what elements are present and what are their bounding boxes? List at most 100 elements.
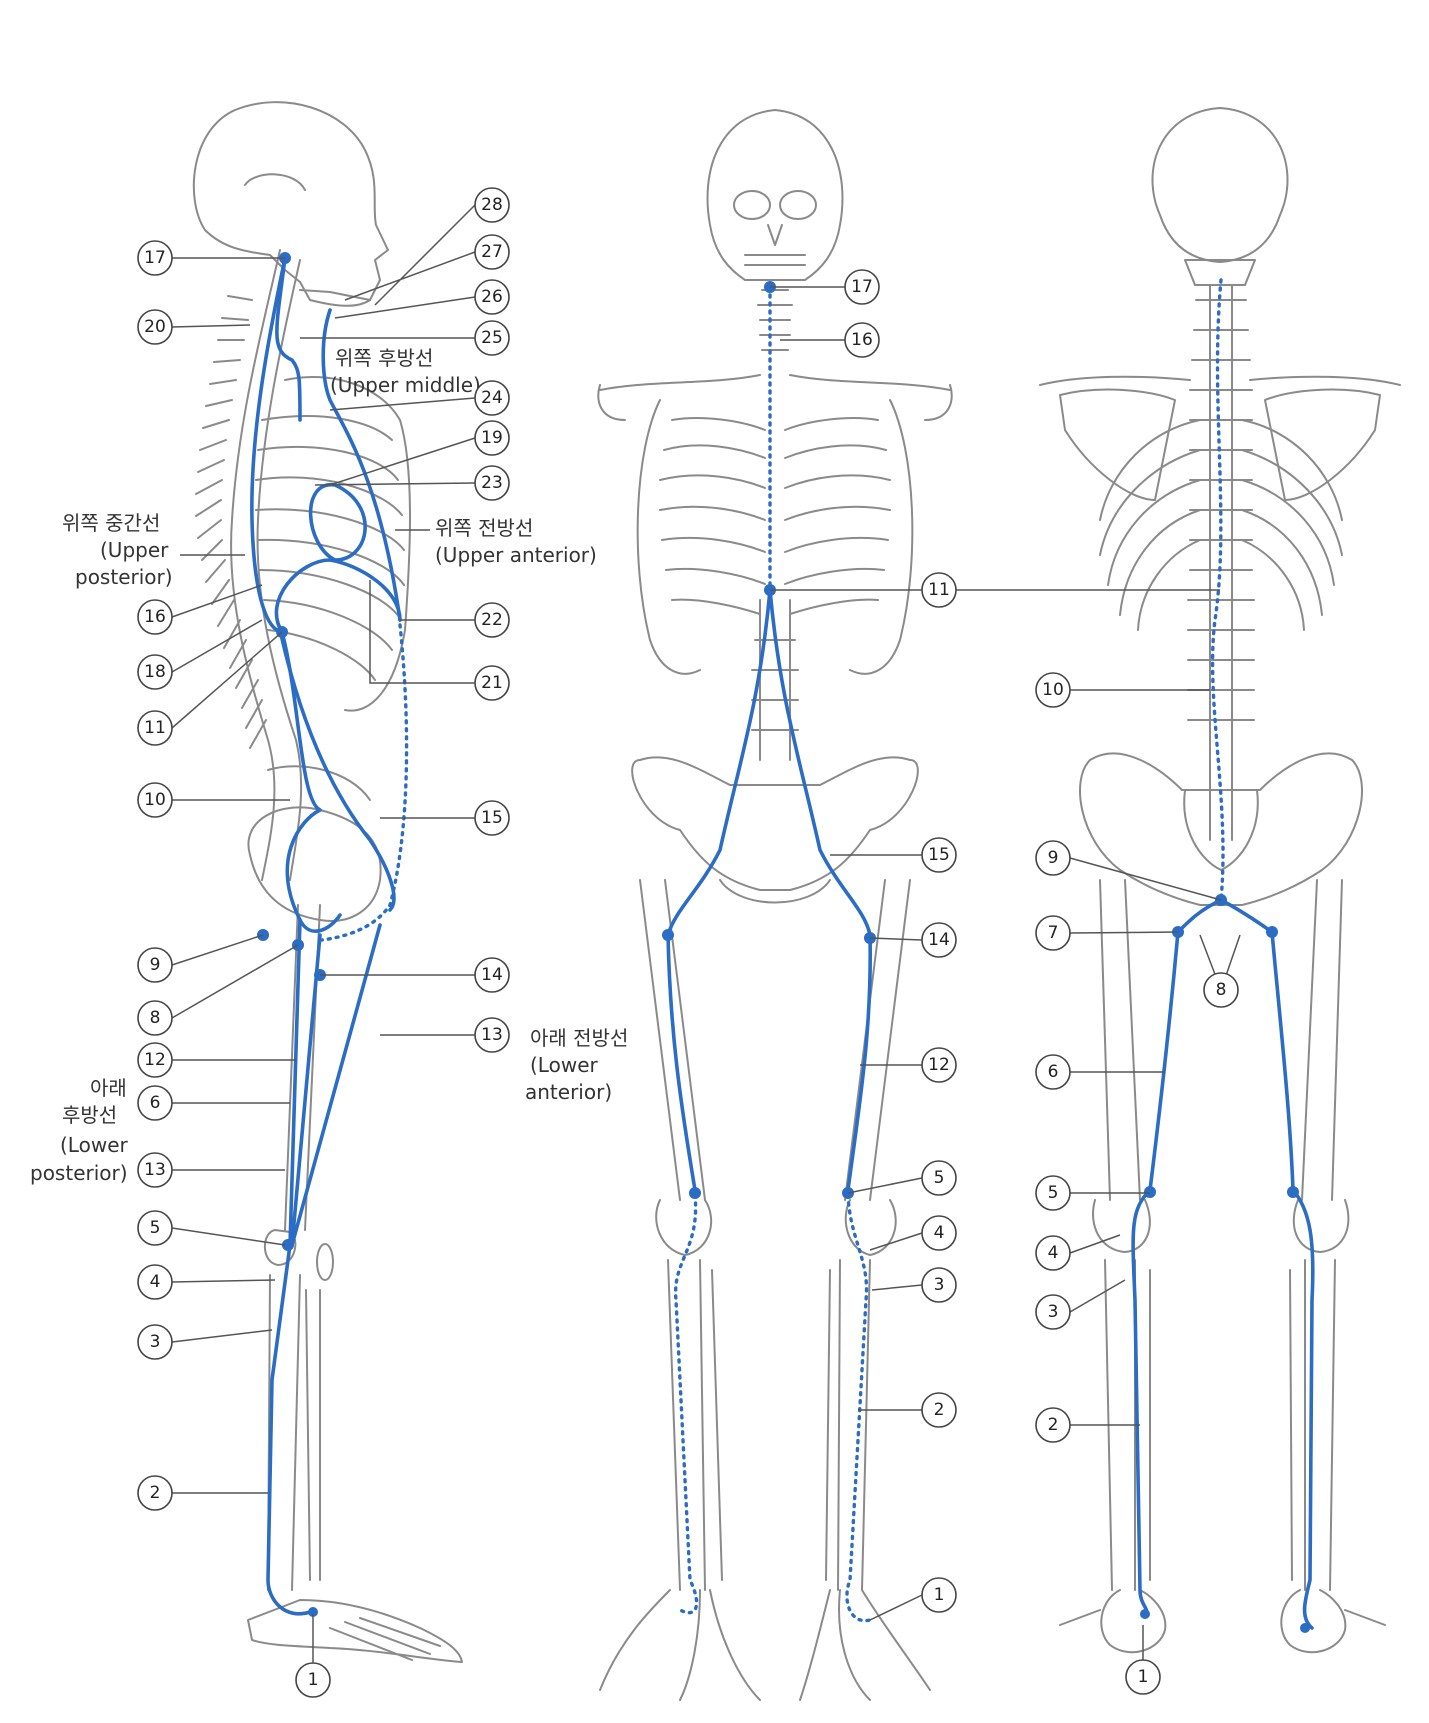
svg-text:11: 11 bbox=[928, 580, 950, 600]
side-badge: 17 bbox=[137, 240, 173, 276]
side-badge: 15 bbox=[474, 800, 510, 836]
captions: 위쪽 후방선 (Upper middle) 위쪽 중간선 (Upper post… bbox=[30, 346, 628, 1185]
svg-text:13: 13 bbox=[481, 1025, 503, 1045]
front-badge: 5 bbox=[921, 1160, 957, 1196]
side-badge: 18 bbox=[137, 654, 173, 690]
side-badge: 9 bbox=[137, 947, 173, 983]
svg-text:2: 2 bbox=[150, 1483, 161, 1503]
back-badge: 7 bbox=[1035, 915, 1071, 951]
svg-text:21: 21 bbox=[481, 673, 503, 693]
svg-text:1: 1 bbox=[308, 1670, 319, 1690]
side-badge: 4 bbox=[137, 1264, 173, 1300]
svg-text:18: 18 bbox=[144, 662, 166, 682]
side-badge: 10 bbox=[137, 782, 173, 818]
back-badge: 3 bbox=[1035, 1294, 1071, 1330]
svg-text:10: 10 bbox=[1042, 680, 1064, 700]
side-badge: 19 bbox=[474, 420, 510, 456]
back-dot-8 bbox=[1266, 926, 1278, 938]
side-badge: 27 bbox=[474, 234, 510, 270]
back-dot-5 bbox=[1144, 1186, 1156, 1198]
back-badge: 2 bbox=[1035, 1407, 1071, 1443]
caption-lower-posterior-ko2: 후방선 bbox=[62, 1103, 117, 1127]
svg-text:26: 26 bbox=[481, 287, 503, 307]
side-badge: 20 bbox=[137, 309, 173, 345]
svg-text:4: 4 bbox=[934, 1223, 945, 1243]
caption-upper-middle-en: (Upper middle) bbox=[330, 373, 481, 397]
back-badge: 10 bbox=[1035, 672, 1071, 708]
side-badge: 24 bbox=[474, 380, 510, 416]
side-badge: 22 bbox=[474, 602, 510, 638]
svg-text:8: 8 bbox=[1216, 980, 1227, 1000]
front-skeleton bbox=[597, 109, 953, 1701]
side-badge: 11 bbox=[137, 710, 173, 746]
svg-text:2: 2 bbox=[934, 1400, 945, 1420]
front-badge: 16 bbox=[844, 322, 880, 358]
svg-text:11: 11 bbox=[144, 718, 166, 738]
leader-lines bbox=[171, 204, 1241, 1660]
line-side bbox=[250, 252, 409, 1617]
badges-side: 17 20 16 18 11 10 9 8 12 6 13 5 4 3 2 1 … bbox=[137, 187, 510, 1698]
caption-lower-posterior-en2: posterior) bbox=[30, 1161, 128, 1185]
side-badge: 21 bbox=[474, 665, 510, 701]
svg-text:28: 28 bbox=[481, 195, 503, 215]
front-badge: 15 bbox=[921, 837, 957, 873]
caption-lower-anterior-en2: anterior) bbox=[525, 1080, 612, 1104]
front-badge: 14 bbox=[921, 922, 957, 958]
svg-text:6: 6 bbox=[150, 1093, 161, 1113]
caption-lower-posterior-ko1: 아래 bbox=[90, 1076, 127, 1100]
side-badge: 6 bbox=[137, 1085, 173, 1121]
front-ribs bbox=[659, 417, 891, 615]
svg-text:9: 9 bbox=[1048, 848, 1059, 868]
side-skeleton bbox=[192, 101, 463, 1663]
front-dot-5-left bbox=[689, 1187, 701, 1199]
svg-text:1: 1 bbox=[934, 1585, 945, 1605]
svg-text:8: 8 bbox=[150, 1008, 161, 1028]
front-badge: 3 bbox=[921, 1267, 957, 1303]
side-badge: 14 bbox=[474, 957, 510, 993]
back-badge: 8 bbox=[1203, 972, 1239, 1008]
side-dot-5 bbox=[282, 1239, 294, 1251]
back-badge: 6 bbox=[1035, 1054, 1071, 1090]
svg-text:5: 5 bbox=[1048, 1183, 1059, 1203]
side-badge: 8 bbox=[137, 1000, 173, 1036]
svg-text:25: 25 bbox=[481, 328, 503, 348]
caption-lower-anterior-ko: 아래 전방선 bbox=[530, 1026, 628, 1050]
svg-text:9: 9 bbox=[150, 955, 161, 975]
svg-text:15: 15 bbox=[481, 808, 503, 828]
caption-upper-anterior-en: (Upper anterior) bbox=[435, 543, 597, 567]
caption-upper-posterior-ko: 위쪽 중간선 bbox=[62, 511, 160, 535]
badges-back: 10 9 7 8 6 5 4 3 2 1 bbox=[1035, 672, 1239, 1695]
back-badge: 1 bbox=[1125, 1659, 1161, 1695]
side-badge: 1 bbox=[295, 1662, 331, 1698]
side-badge: 13 bbox=[137, 1152, 173, 1188]
back-dot-5-right bbox=[1287, 1186, 1299, 1198]
svg-text:17: 17 bbox=[144, 248, 166, 268]
svg-text:12: 12 bbox=[928, 1055, 950, 1075]
svg-text:6: 6 bbox=[1048, 1062, 1059, 1082]
side-dot-1 bbox=[308, 1607, 318, 1617]
svg-text:4: 4 bbox=[1048, 1243, 1059, 1263]
front-dot-14-left bbox=[662, 929, 674, 941]
back-badge: 5 bbox=[1035, 1175, 1071, 1211]
caption-upper-anterior-ko: 위쪽 전방선 bbox=[435, 516, 533, 540]
svg-text:20: 20 bbox=[144, 317, 166, 337]
svg-text:2: 2 bbox=[1048, 1415, 1059, 1435]
svg-text:16: 16 bbox=[851, 330, 873, 350]
front-badge: 12 bbox=[921, 1047, 957, 1083]
line-back bbox=[1131, 278, 1315, 1633]
back-ribs bbox=[1099, 419, 1343, 631]
caption-upper-posterior-en2: posterior) bbox=[75, 565, 173, 589]
side-badge: 28 bbox=[474, 187, 510, 223]
svg-text:14: 14 bbox=[928, 930, 950, 950]
side-badge: 3 bbox=[137, 1324, 173, 1360]
side-badge: 13 bbox=[474, 1017, 510, 1053]
front-badge: 2 bbox=[921, 1392, 957, 1428]
svg-text:4: 4 bbox=[150, 1272, 161, 1292]
svg-text:16: 16 bbox=[144, 607, 166, 627]
back-dot-1 bbox=[1140, 1609, 1150, 1619]
front-badge: 4 bbox=[921, 1215, 957, 1251]
svg-text:14: 14 bbox=[481, 965, 503, 985]
front-badge: 17 bbox=[844, 269, 880, 305]
svg-text:7: 7 bbox=[1048, 923, 1059, 943]
